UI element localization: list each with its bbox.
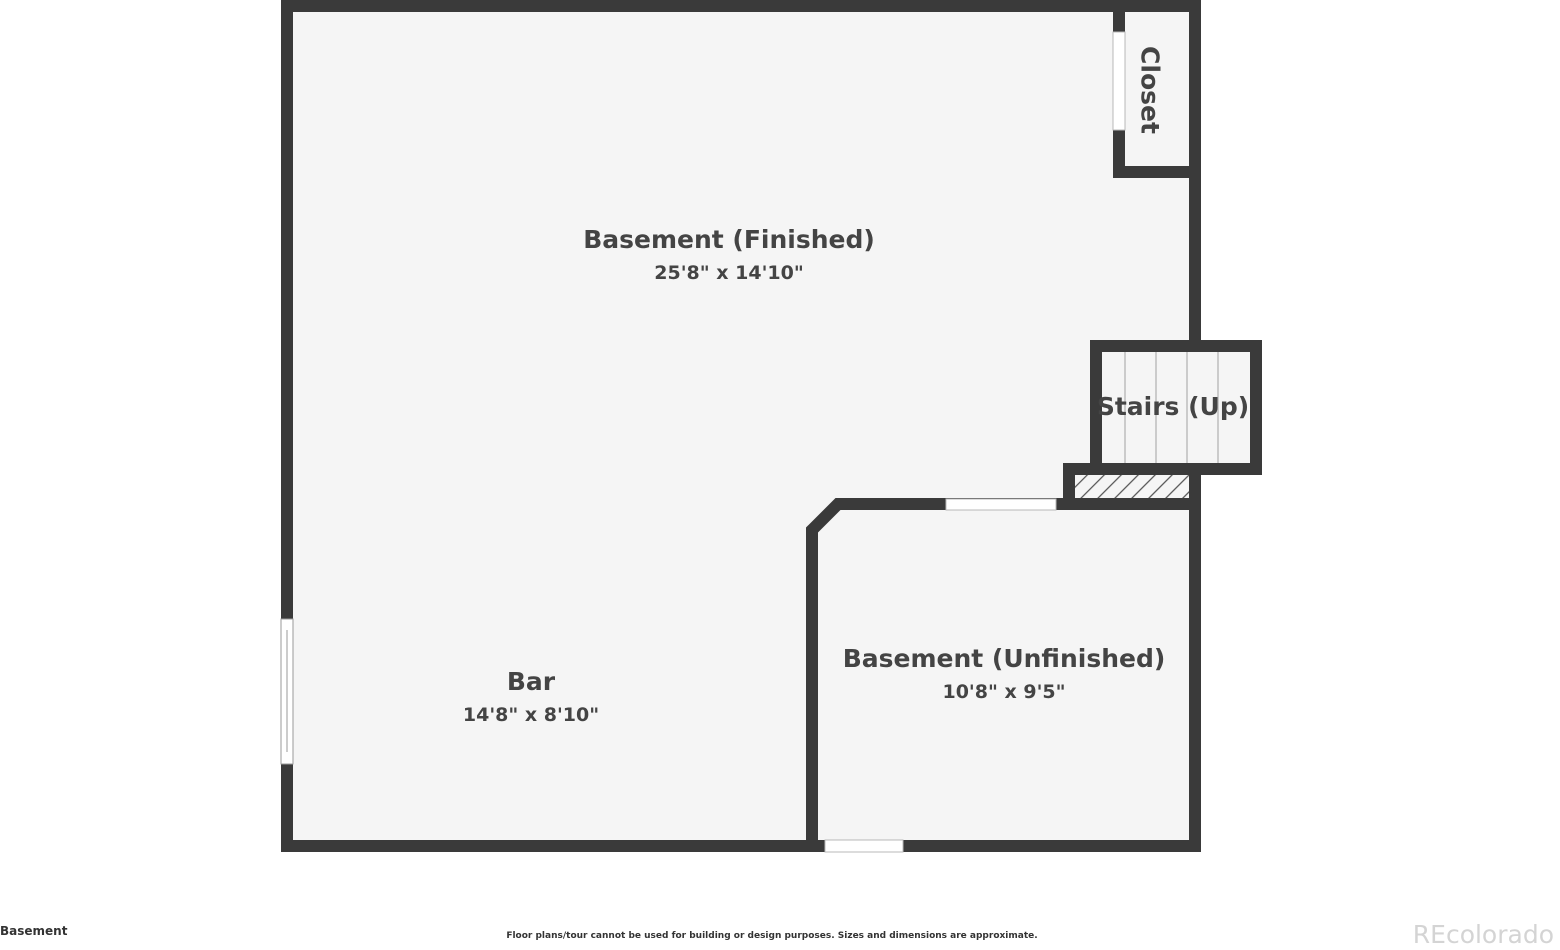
window: [280, 618, 294, 765]
stairs-room-name: Stairs (Up): [1097, 392, 1249, 421]
stairs-room: [1090, 340, 1262, 475]
bottom-door: [824, 839, 904, 853]
finished-room-size: 25'8" x 14'10": [654, 262, 803, 284]
floor-label: Basement: [0, 924, 68, 938]
unfinished-door: [945, 498, 1057, 511]
bar-room-size: 14'8" x 8'10": [463, 704, 599, 726]
unfinished-room-size: 10'8" x 9'5": [942, 681, 1065, 703]
closet-door: [1112, 31, 1126, 131]
finished-room-name: Basement (Finished): [583, 225, 875, 254]
closet-room: [1112, 0, 1201, 178]
closet-room-name: Closet: [1136, 46, 1165, 134]
bar-room-name: Bar: [507, 667, 556, 696]
recolorado-watermark: REcolorado: [1412, 920, 1554, 949]
unfinished-room-name: Basement (Unfinished): [843, 644, 1166, 673]
unfinished-room-walls: [806, 498, 1201, 852]
disclaimer: Floor plans/tour cannot be used for buil…: [506, 931, 1038, 941]
